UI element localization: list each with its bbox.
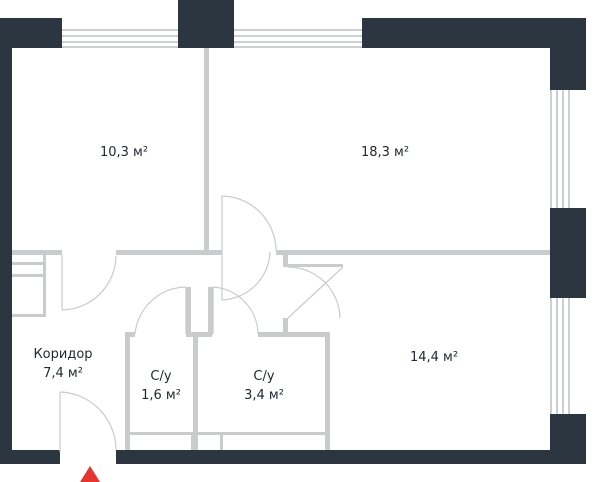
fixture-outline (191, 432, 194, 450)
inner-wall (125, 334, 130, 450)
inner-wall (12, 250, 62, 255)
corridor-name: Коридор (33, 347, 92, 362)
inner-wall (125, 332, 135, 337)
fixture-outline (130, 432, 193, 435)
outer-wall-segment (550, 208, 586, 298)
inner-wall (186, 332, 212, 337)
inner-walls (12, 48, 550, 450)
inner-wall (325, 332, 330, 450)
outer-wall-segment (550, 18, 586, 90)
bathroom-1-area: 1,6 м² (141, 388, 181, 403)
corridor-area: 7,4 м² (43, 366, 83, 381)
window-top-left (62, 29, 178, 48)
window-right-lower (550, 298, 570, 414)
inner-wall (276, 250, 550, 255)
inner-wall (258, 332, 330, 337)
inner-wall (283, 255, 288, 267)
door-room-2 (221, 195, 277, 252)
inner-wall (204, 48, 209, 254)
room-3-area: 14,4 м² (410, 350, 458, 365)
door-room-1 (61, 255, 117, 311)
outer-walls (0, 0, 586, 464)
bathroom-2-area: 3,4 м² (244, 388, 284, 403)
wardrobe-outline (12, 262, 46, 265)
room-2-area: 18,3 м² (361, 145, 409, 160)
inner-wall (208, 287, 213, 335)
wardrobe-outline (12, 314, 46, 317)
inner-wall (193, 334, 198, 450)
inner-wall (116, 250, 222, 255)
inner-wall (283, 264, 343, 267)
room-1-area: 10,3 м² (100, 145, 148, 160)
wardrobe-outline (43, 255, 46, 317)
fixture-outline (220, 432, 223, 450)
outer-wall-segment (116, 450, 586, 464)
entrance-triangle-icon (80, 466, 100, 482)
window-right-upper (550, 90, 570, 208)
bathroom-1-name: С/у (150, 369, 171, 384)
windows (62, 29, 570, 414)
outer-wall-segment (0, 450, 60, 464)
outer-wall-segment (0, 18, 12, 464)
fixture-outline (198, 432, 325, 435)
outer-wall-segment (362, 18, 586, 48)
bathroom-2-name: С/у (253, 369, 274, 384)
door-entrance (59, 391, 117, 452)
inner-wall (186, 287, 191, 335)
outer-wall-segment (178, 0, 234, 48)
door-bathroom-2 (212, 286, 259, 335)
wardrobe-outline (12, 274, 46, 277)
window-top-right (234, 29, 362, 48)
door-hall (221, 251, 271, 301)
door-room-3 (287, 266, 344, 319)
doors (59, 195, 344, 452)
inner-wall (283, 318, 288, 332)
door-bathroom-1 (134, 286, 187, 335)
